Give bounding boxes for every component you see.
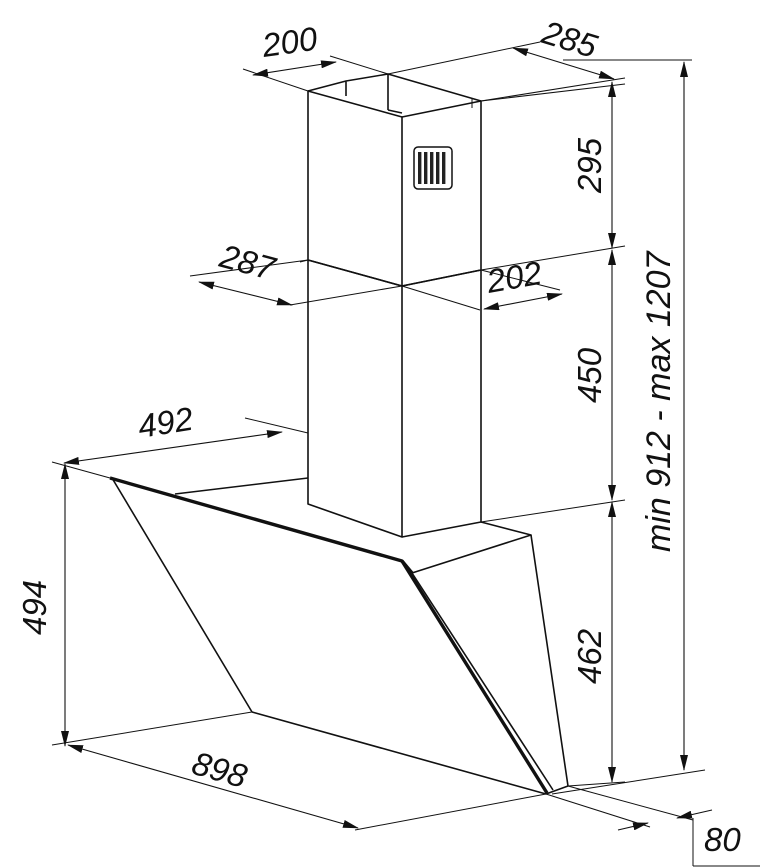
chimney-top-opening: [307, 73, 482, 110]
glass-left-edge: [111, 477, 253, 713]
dim-line-202: [483, 292, 563, 311]
hood-side-panel: [530, 534, 569, 795]
label-glass-panel-height: 494: [16, 580, 53, 635]
dimension-lines: [61, 47, 713, 831]
lower-chimney-right-face: [401, 269, 482, 538]
hood-top-right: [411, 521, 532, 574]
label-base-depth: 80: [704, 821, 741, 858]
dim-line-492: [63, 430, 283, 465]
label-hood-width: 898: [188, 744, 252, 795]
extension-lines: [51, 41, 760, 867]
hood-body: [109, 476, 569, 795]
label-chimney-top-width: 285: [537, 13, 602, 65]
glass-inner-right-edge: [411, 572, 554, 791]
label-hood-body-height: 462: [571, 629, 608, 684]
label-chimney-mid-width: 202: [483, 254, 545, 300]
dim-line-200: [252, 60, 337, 77]
dim-line-285: [512, 47, 615, 80]
glass-top-edge: [109, 476, 414, 575]
chimney: [307, 73, 482, 538]
chimney-top-inner-edge: [387, 109, 403, 114]
dimension-labels: 200 285 295 287 202 450 492 min 912 - ma…: [16, 13, 741, 858]
lower-chimney-left-face: [307, 259, 403, 538]
hood-bottom-edge: [251, 711, 547, 795]
hood-top-left: [174, 477, 309, 495]
dim-line-898: [67, 744, 359, 829]
label-lower-chimney-height: 450: [571, 347, 608, 403]
label-total-height-range: min 912 - max 1207: [640, 250, 678, 552]
label-upper-chimney-height: 295: [571, 137, 608, 194]
dim-line-80-b: [676, 809, 713, 819]
label-chimney-top-depth: 200: [259, 20, 320, 65]
upper-chimney-left-face: [307, 90, 403, 287]
label-chimney-mid-depth: 287: [215, 237, 280, 288]
label-hood-depth: 492: [135, 400, 195, 445]
upper-chimney-right-face: [401, 100, 482, 287]
dim-line-80: [617, 822, 649, 831]
dim-line-287: [198, 281, 293, 306]
vent-grille-icon: [413, 146, 453, 190]
glass-right-edge: [400, 560, 549, 794]
